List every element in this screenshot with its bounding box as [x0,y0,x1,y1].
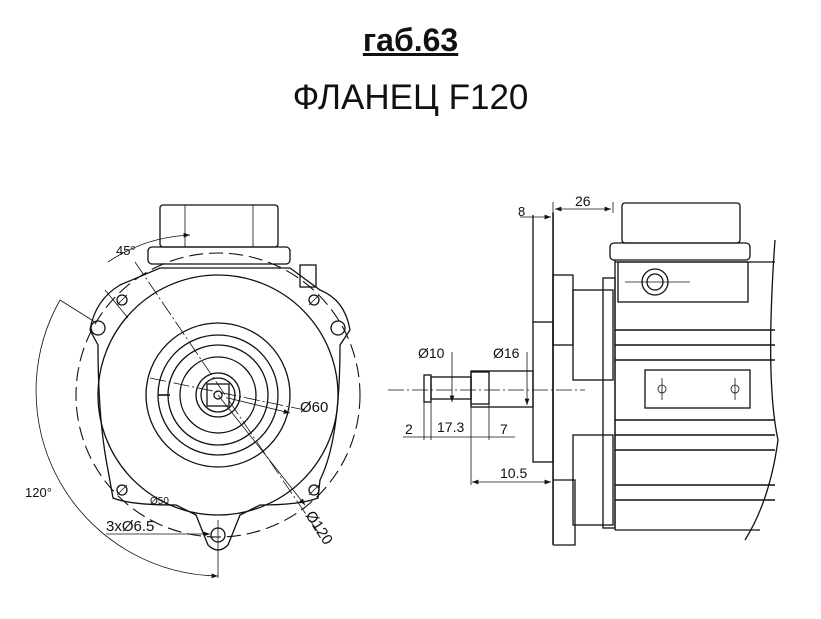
mounting-holes [90,294,346,543]
nameplate [644,369,751,409]
holes-label: 3xØ6.5 [106,518,154,535]
dim-8-label: 8 [518,204,525,219]
dia-60-label: Ø60 [300,399,328,416]
side-view: 8 26 Ø10 Ø16 2 17.3 7 10.5 [388,193,779,546]
dim-2-label: 2 [405,421,413,437]
dim-17-3-label: 17.3 [437,419,464,435]
dia-120-label: Ø120 [302,508,336,548]
dim-10-5-label: 10.5 [500,465,527,481]
side-terminal-box [621,202,741,244]
terminal-box-lid [147,246,291,265]
shaft-end [423,374,432,403]
frame-size-title: габ.63 [362,22,459,58]
dia-50-label: Ø50 [150,496,169,507]
angle-120-label: 120° [25,485,52,500]
terminal-box [159,204,279,248]
dim-7-label: 7 [500,421,508,437]
dia-10-label: Ø10 [418,345,445,361]
flange-title: ФЛАНЕЦ F120 [292,78,529,117]
motor-body [97,274,339,516]
dia-16-label: Ø16 [493,345,520,361]
front-view: 45° 120° Ø60 Ø50 3xØ6.5 Ø120 [25,204,361,579]
cooling-fins [615,329,775,501]
shaft [430,376,472,400]
dim-26-label: 26 [575,193,591,209]
angle-45-label: 45° [116,243,136,258]
